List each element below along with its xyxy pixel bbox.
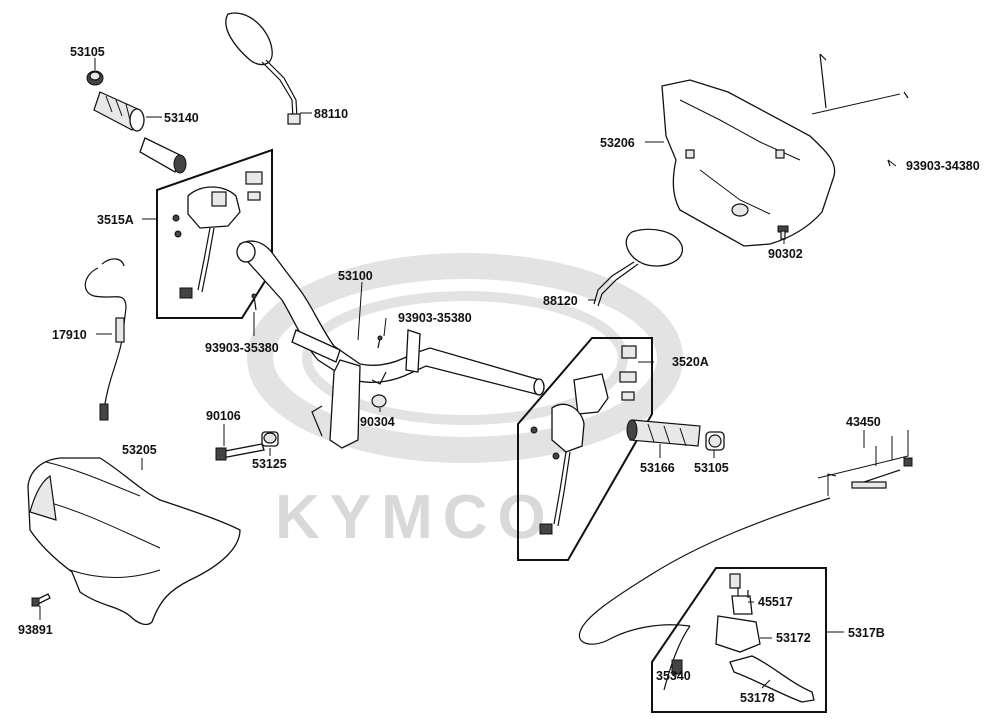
group-box-5317B bbox=[651, 567, 827, 713]
label-53172: 53172 bbox=[776, 631, 811, 645]
part-screws-93903-34380[interactable] bbox=[819, 53, 909, 167]
part-screw-93903-35380-left[interactable] bbox=[251, 293, 257, 311]
label-53178: 53178 bbox=[740, 691, 775, 705]
part-collar-53125[interactable] bbox=[261, 431, 279, 447]
part-screw-90302[interactable] bbox=[777, 225, 789, 240]
label-3515A: 3515A bbox=[97, 213, 134, 227]
label-90302: 90302 bbox=[768, 247, 803, 261]
label-88120: 88120 bbox=[543, 294, 578, 308]
label-53205: 53205 bbox=[122, 443, 157, 457]
label-5317B: 5317B bbox=[848, 626, 885, 640]
part-throttle-tube[interactable] bbox=[139, 137, 187, 174]
label-93903-35380-right: 93903-35380 bbox=[398, 311, 472, 325]
part-mirror-right[interactable] bbox=[593, 228, 683, 307]
label-53105-right: 53105 bbox=[694, 461, 729, 475]
kymco-watermark: KYMCO bbox=[247, 253, 683, 552]
label-88110: 88110 bbox=[314, 107, 348, 121]
label-93903-34380: 93903-34380 bbox=[906, 159, 980, 173]
label-17910: 17910 bbox=[52, 328, 87, 342]
part-bar-end-left[interactable] bbox=[86, 70, 104, 86]
part-screw-93891[interactable] bbox=[31, 593, 51, 607]
part-grip-right[interactable] bbox=[626, 419, 701, 447]
label-53100: 53100 bbox=[338, 269, 373, 283]
label-53140: 53140 bbox=[164, 111, 199, 125]
part-front-handle-cover[interactable] bbox=[27, 457, 241, 626]
part-rear-handle-cover[interactable] bbox=[661, 79, 836, 247]
label-90304: 90304 bbox=[360, 415, 395, 429]
group-box-3515A bbox=[156, 148, 273, 319]
leader-lines bbox=[39, 58, 901, 689]
label-45517: 45517 bbox=[758, 595, 793, 609]
part-screw-93903-35380-right[interactable] bbox=[377, 335, 383, 349]
watermark-text: KYMCO bbox=[275, 483, 556, 552]
group-box-3520A bbox=[517, 337, 653, 561]
label-3520A: 3520A bbox=[672, 355, 709, 369]
part-switch-left[interactable] bbox=[172, 171, 263, 299]
part-handlebar[interactable] bbox=[236, 240, 545, 449]
part-bar-end-right[interactable] bbox=[705, 431, 725, 451]
part-bolt-90106[interactable] bbox=[215, 443, 265, 461]
label-93891: 93891 bbox=[18, 623, 53, 637]
label-53206: 53206 bbox=[600, 136, 635, 150]
part-switch-right[interactable] bbox=[530, 345, 637, 535]
part-labels: 53105 53140 88110 3515A 17910 53100 9390… bbox=[18, 45, 980, 705]
label-53105-left: 53105 bbox=[70, 45, 105, 59]
label-35340: 35340 bbox=[656, 669, 691, 683]
part-grip-left[interactable] bbox=[93, 91, 145, 132]
part-brake-cable-43450[interactable] bbox=[578, 457, 913, 645]
part-cable-17910[interactable] bbox=[84, 258, 127, 421]
group-bracket-43450 bbox=[817, 430, 909, 496]
label-53125: 53125 bbox=[252, 457, 287, 471]
label-90106: 90106 bbox=[206, 409, 241, 423]
part-mirror-left[interactable] bbox=[225, 12, 301, 125]
part-nut-90304[interactable] bbox=[371, 394, 387, 408]
label-53166: 53166 bbox=[640, 461, 675, 475]
part-brake-lever-assy[interactable] bbox=[663, 573, 815, 703]
label-93903-35380-left: 93903-35380 bbox=[205, 341, 279, 355]
label-43450: 43450 bbox=[846, 415, 881, 429]
